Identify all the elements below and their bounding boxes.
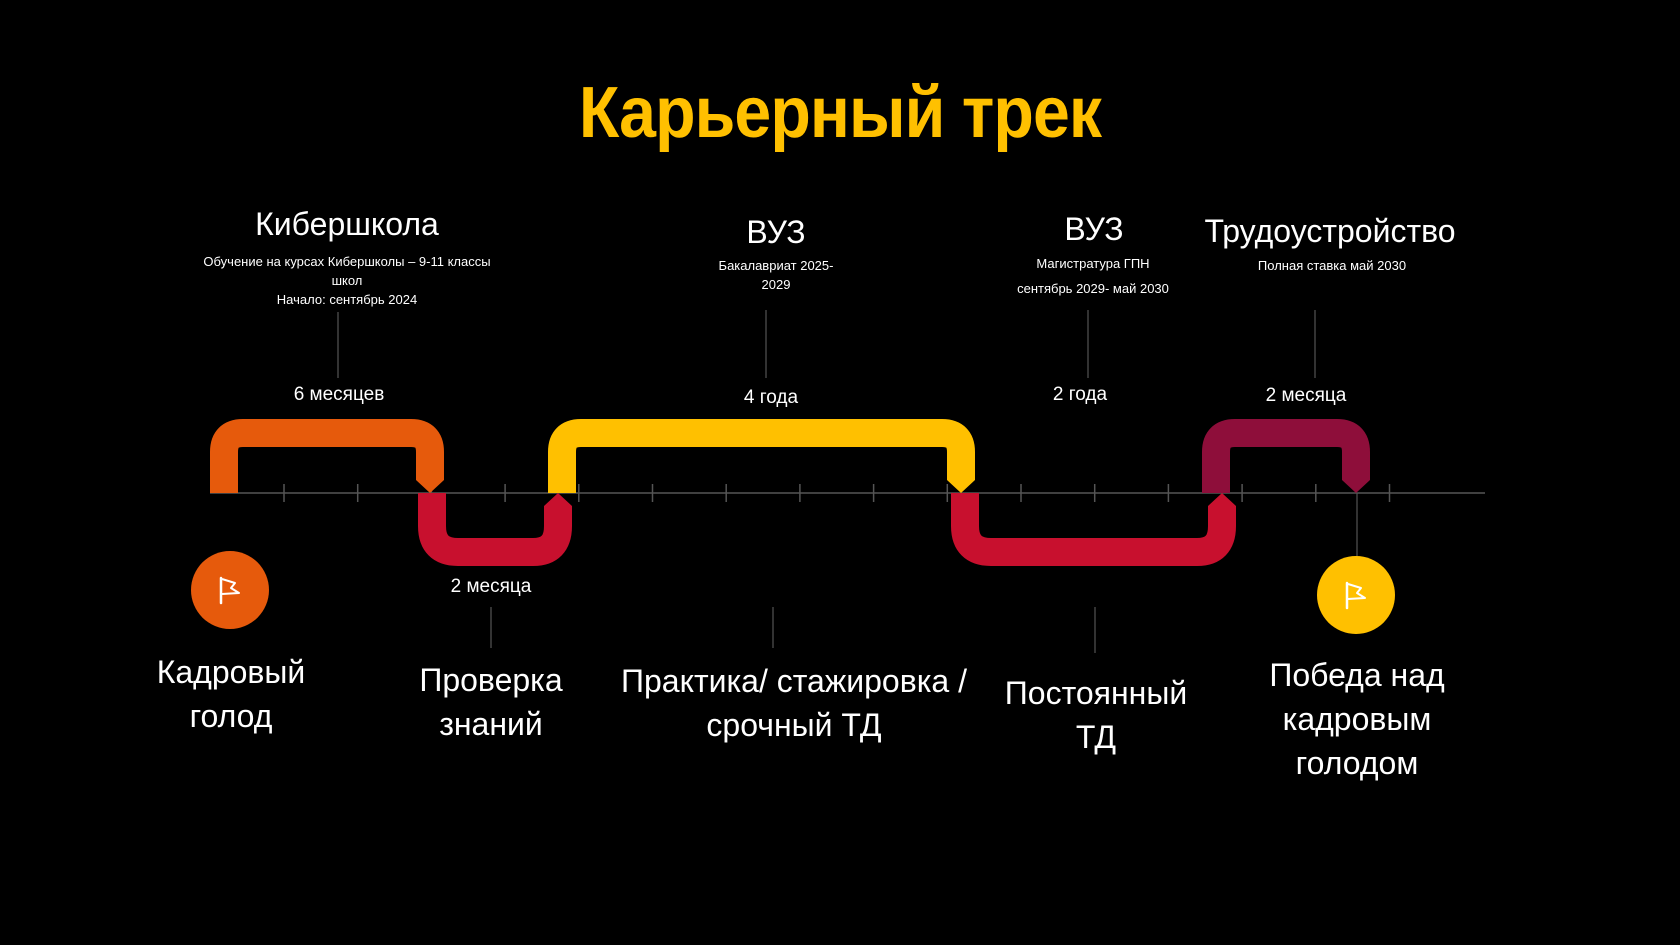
stage-duration: 6 месяцев (293, 384, 385, 405)
stage-duration: 4 года (743, 387, 799, 408)
timeline-ticks (283, 484, 1391, 502)
flag-icon (1345, 581, 1366, 610)
stage-label: Постоянный ТД (1004, 675, 1188, 755)
stage-label: Практика/ стажировка / срочный ТД (620, 663, 968, 743)
stage-description: Магистратура ГПН сентябрь 2029- май 2030 (1017, 256, 1169, 296)
end-milestone (1317, 556, 1395, 634)
stage-description: Полная ставка май 2030 (1257, 258, 1407, 273)
track-segment-red (418, 493, 572, 566)
stage-duration: 2 месяца (1265, 385, 1347, 406)
stage-description: Бакалавриат 2025- 2029 (718, 258, 834, 292)
stage-label: Проверка знаний (419, 662, 563, 742)
stage-description: Обучение на курсах Кибершколы – 9-11 кла… (203, 254, 491, 307)
track-segment-orange (210, 419, 444, 493)
end-label: Победа над кадровым голодом (1269, 657, 1445, 781)
stage-duration: 2 года (1052, 384, 1108, 405)
start-label: Кадровый голод (156, 654, 306, 734)
stage-heading: ВУЗ (1064, 211, 1124, 247)
stage-heading: Кибершкола (255, 206, 439, 242)
flag-icon (219, 576, 240, 605)
track-segment-yellow (548, 419, 975, 493)
stage-heading: ВУЗ (746, 214, 806, 250)
page-title: Карьерный трек (578, 73, 1102, 153)
stage-heading: Трудоустройство (1204, 213, 1456, 249)
track-segment-red (951, 493, 1236, 566)
stage-duration: 2 месяца (450, 576, 532, 597)
track-segment-maroon (1202, 419, 1370, 493)
start-milestone (191, 551, 269, 629)
